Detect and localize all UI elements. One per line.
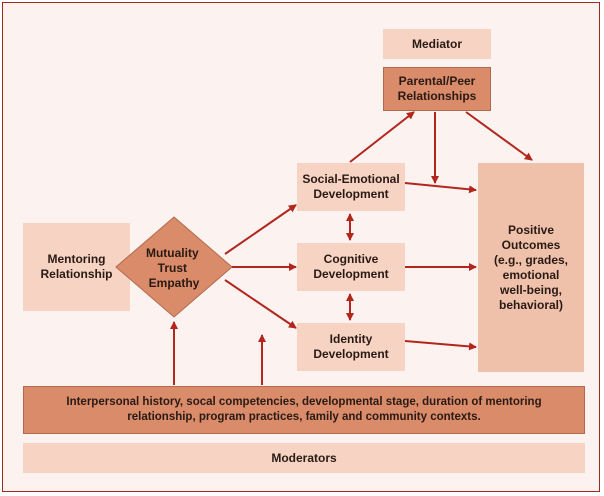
arrow-identity-to-outcomes (404, 340, 477, 351)
arrow-diamond-to-identity (224, 279, 297, 329)
arrow-social-emotional-to-outcomes (404, 182, 477, 194)
mediator-box: Mediator (383, 29, 491, 59)
arrow-diamond-to-social-emotional (224, 204, 297, 255)
moderator-factors-label: Interpersonal history, socal competencie… (66, 396, 542, 423)
diamond-line-3: Empathy (149, 276, 200, 290)
arrow-parental-peer-to-outcomes (465, 111, 533, 161)
positive-outcomes-label: Positive Outcomes (e.g., grades, emotion… (493, 222, 569, 312)
parental-peer-relationships-box: Parental/Peer Relationships (383, 67, 491, 111)
arrow-social-emotional-to-parental-peer (349, 111, 415, 163)
social-emotional-development-box: Social-Emotional Development (297, 163, 405, 211)
social-emotional-development-label: Social-Emotional Development (302, 172, 400, 201)
moderators-box: Moderators (23, 443, 585, 473)
cognitive-development-box: Cognitive Development (297, 243, 405, 291)
identity-development-box: Identity Development (297, 323, 405, 371)
mentoring-relationship-label: Mentoring Relationship (40, 252, 113, 281)
mentoring-relationship-box: Mentoring Relationship (23, 223, 130, 311)
mediator-label: Mediator (411, 36, 462, 51)
diamond-line-1: Mutuality (146, 246, 199, 260)
identity-development-label: Identity Development (313, 332, 389, 361)
positive-outcomes-box: Positive Outcomes (e.g., grades, emotion… (478, 163, 584, 372)
moderators-label: Moderators (271, 450, 337, 465)
mutuality-trust-empathy-diamond (115, 216, 233, 318)
parental-peer-relationships-label: Parental/Peer Relationships (397, 74, 477, 103)
moderator-factors-box: Interpersonal history, socal competencie… (23, 386, 585, 434)
diamond-label: Mutuality Trust Empathy (146, 246, 202, 290)
cognitive-development-label: Cognitive Development (313, 252, 389, 281)
diamond-line-2: Trust (158, 261, 187, 275)
